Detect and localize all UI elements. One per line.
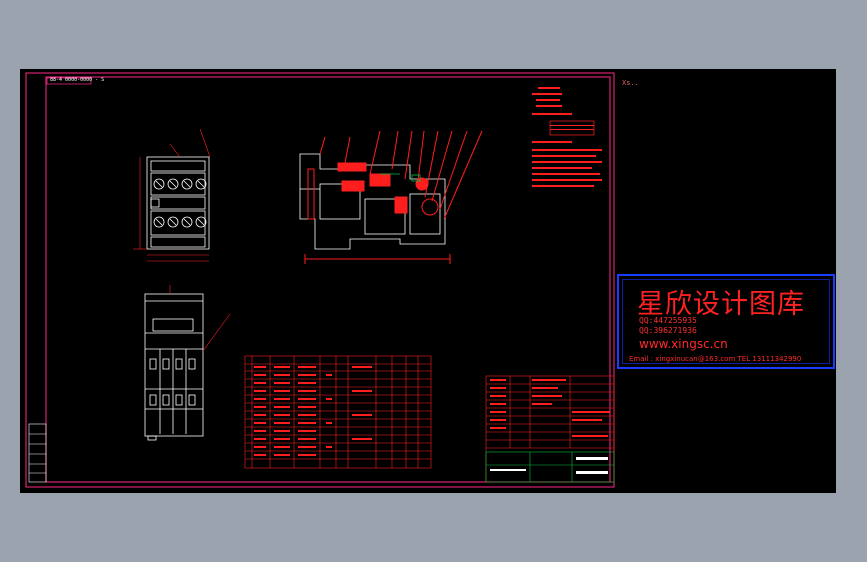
watermark-website: www.xingsc.cn (639, 337, 728, 351)
front-view-dimensions (133, 128, 211, 262)
outer-frame (25, 72, 615, 488)
corner-label-box (46, 77, 92, 85)
title-block-lower (485, 451, 615, 483)
contactor-section-view (299, 153, 446, 250)
watermark-contact: Email : xingxinucan@163.com TEL 13111342… (629, 355, 802, 363)
sheet-corner-label: 88-4 0000-0000 - S (50, 77, 105, 83)
inner-frame (45, 76, 611, 483)
cad-viewport[interactable]: 88-4 0000-0000 - S Xs.. 星欣设计图库 QQ:447255… (20, 69, 836, 493)
left-side-block (28, 423, 47, 483)
title-block-text (490, 379, 610, 474)
contactor-bottom-view (144, 293, 204, 441)
top-right-note: Xs.. (622, 79, 639, 87)
watermark-box: 星欣设计图库 QQ:447255935 QQ:396271936 www.xin… (617, 274, 835, 369)
parts-table-cells (254, 366, 372, 456)
parts-table (244, 355, 432, 469)
section-view-green-parts (380, 173, 421, 182)
section-view-red-parts (304, 130, 483, 264)
watermark-qq1: QQ:447255935 (639, 316, 697, 325)
contactor-front-view (146, 156, 210, 250)
technical-notes (532, 87, 602, 187)
watermark-qq2: QQ:396271936 (639, 326, 697, 335)
drawing-sheet (25, 72, 615, 488)
bottom-view-leader (169, 285, 231, 352)
watermark-title: 星欣设计图库 (637, 289, 805, 320)
